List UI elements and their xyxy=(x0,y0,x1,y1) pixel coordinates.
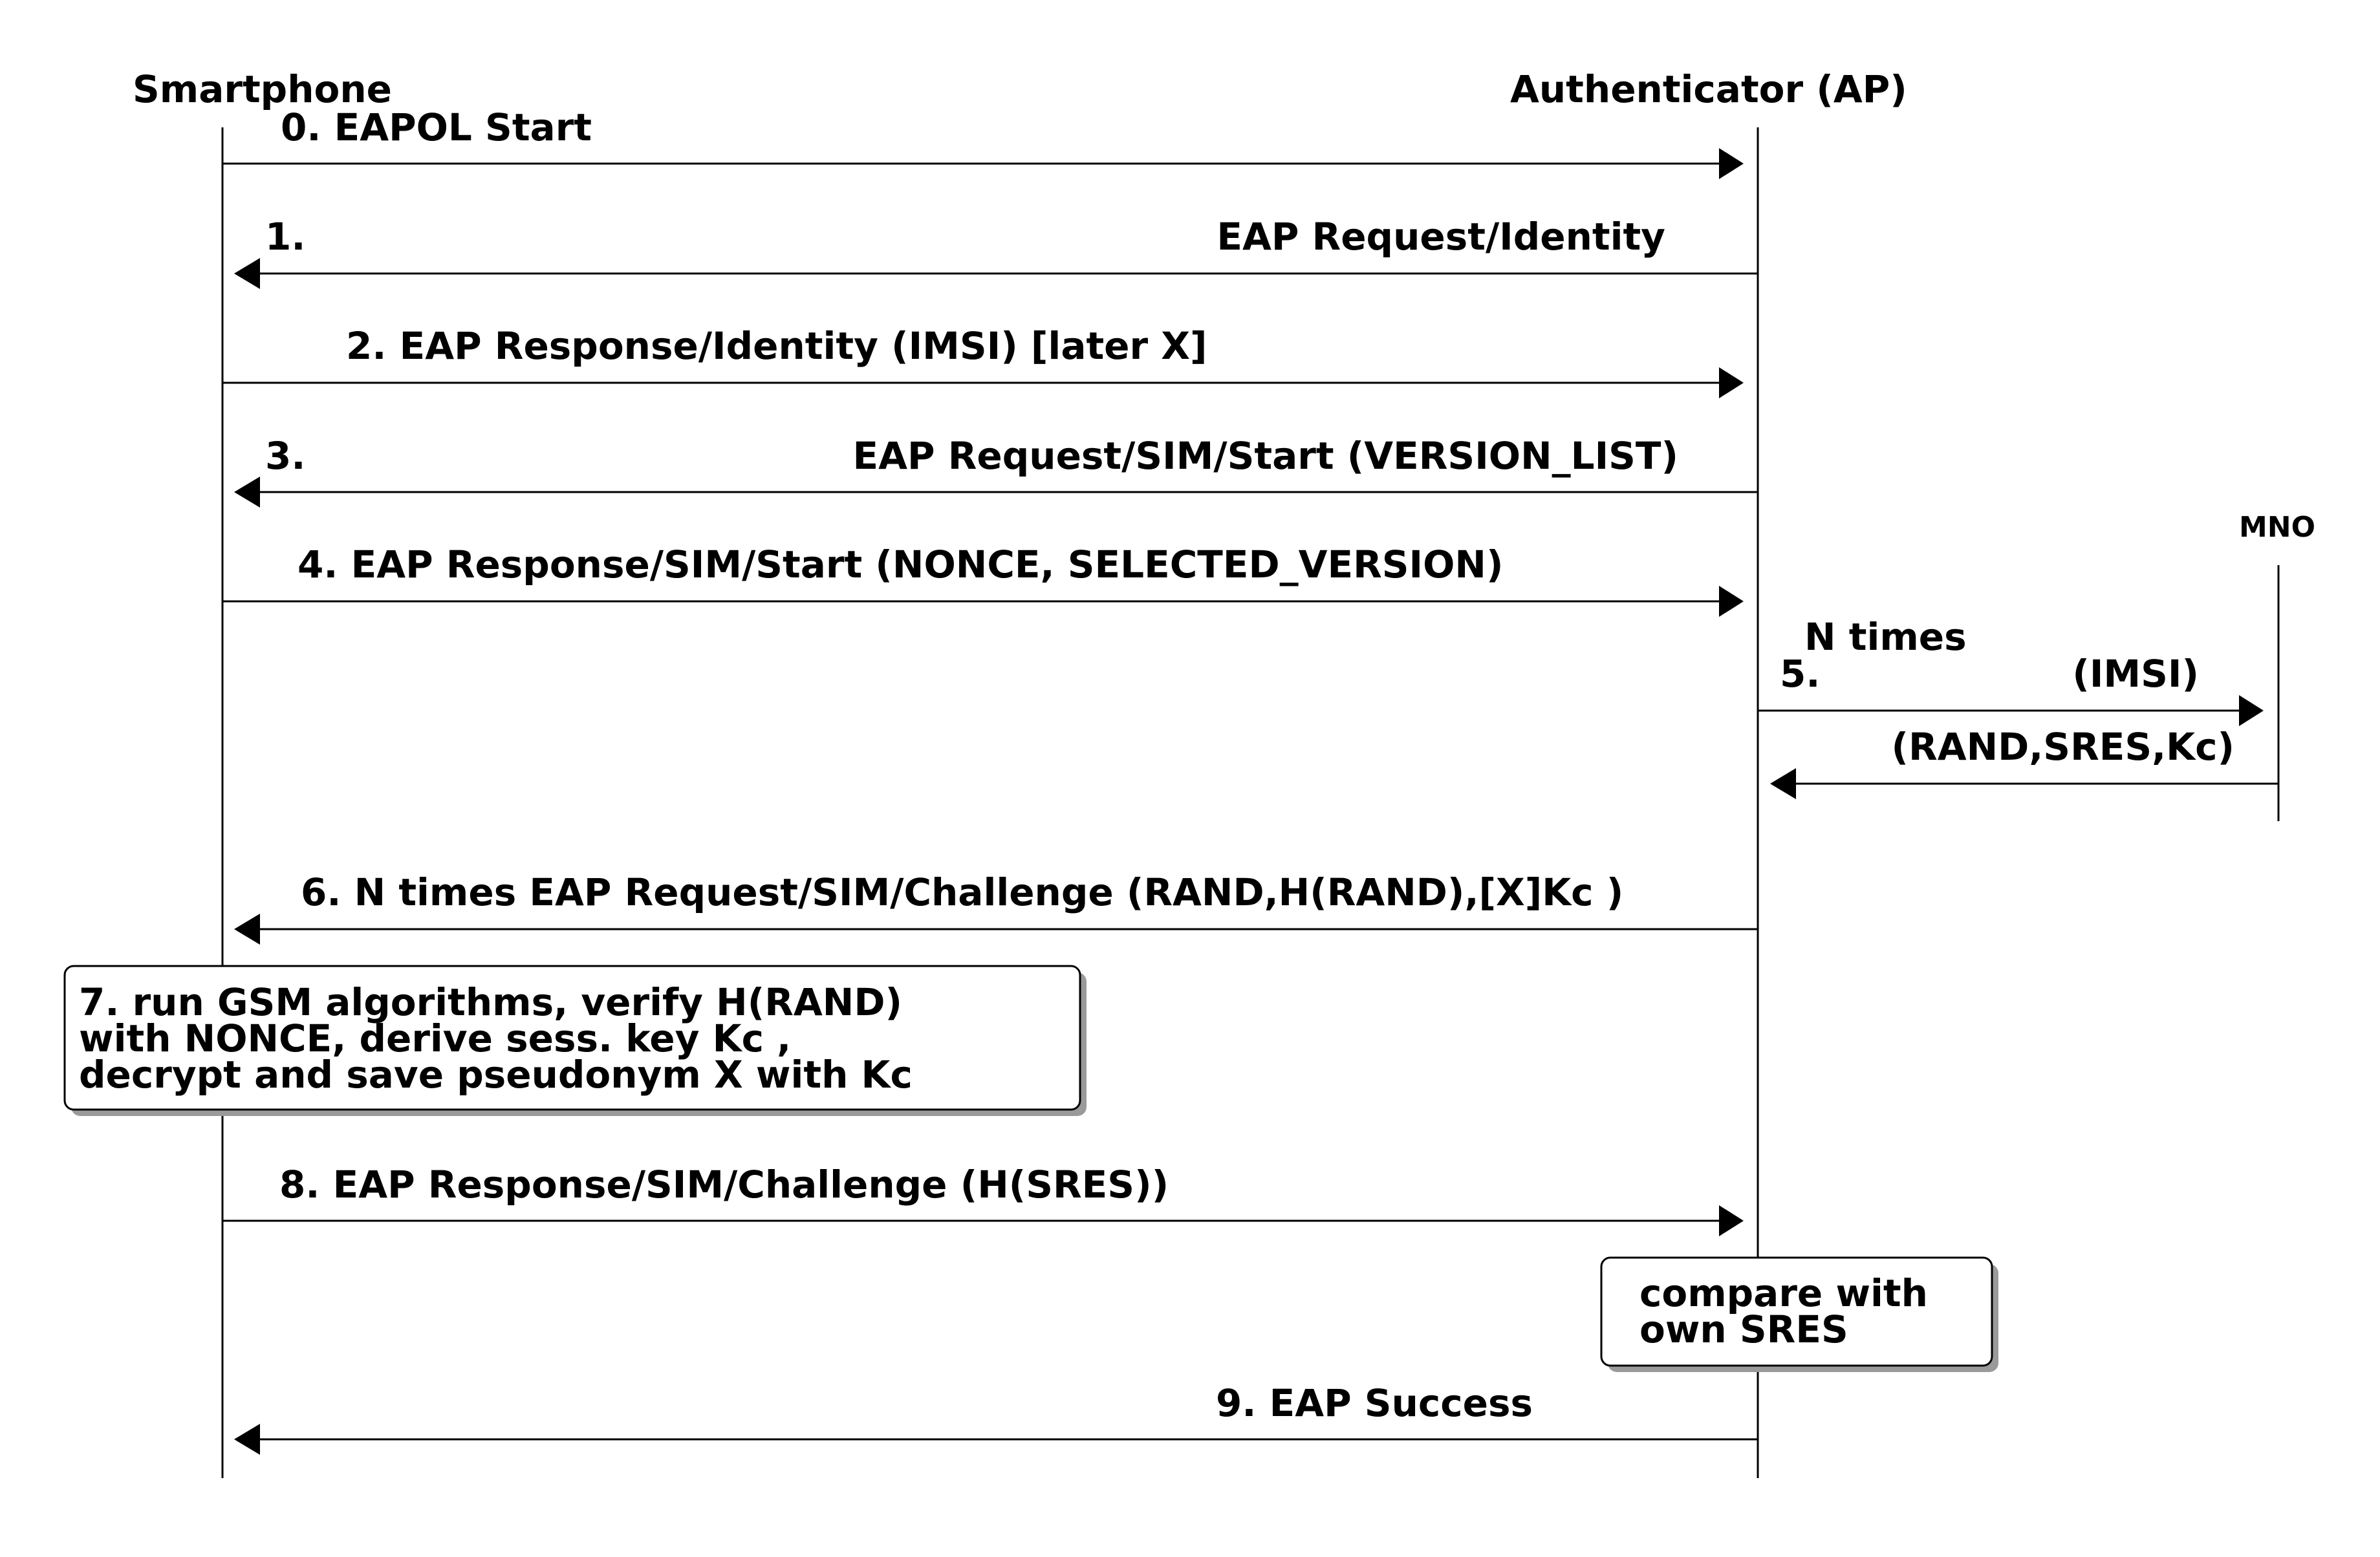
participant-smartphone: Smartphone xyxy=(133,67,392,111)
note-compare: compare with own SRES xyxy=(1600,1256,1998,1372)
message-5-times: N times xyxy=(1804,615,1967,659)
message-9-label: 9. EAP Success xyxy=(1216,1381,1533,1425)
message-4-label: 4. EAP Response/SIM/Start (NONCE, SELECT… xyxy=(298,542,1503,586)
message-8-arrowhead xyxy=(1719,1205,1744,1236)
message-1-label: EAP Request/Identity xyxy=(1217,215,1665,259)
note-7: 7. run GSM algorithms, verify H(RAND) wi… xyxy=(63,965,1087,1116)
note-compare-line-1: compare with xyxy=(1639,1271,1928,1315)
message-6-label: 6. N times EAP Request/SIM/Challenge (RA… xyxy=(301,870,1623,914)
message-0-arrowhead xyxy=(1719,148,1744,179)
message-5-reply-arrowhead xyxy=(1770,768,1796,799)
message-3-number: 3. xyxy=(265,434,305,478)
message-8-label: 8. EAP Response/SIM/Challenge (H(SRES)) xyxy=(279,1163,1169,1207)
message-0: 0. EAPOL Start xyxy=(222,105,1744,179)
message-1-number: 1. xyxy=(265,215,305,259)
note-compare-box xyxy=(1600,1256,1993,1367)
message-5-label: (IMSI) xyxy=(2072,652,2199,696)
message-9-arrowhead xyxy=(234,1424,260,1455)
note-7-line-1: 7. run GSM algorithms, verify H(RAND) xyxy=(79,980,902,1024)
message-2-label: 2. EAP Response/Identity (IMSI) [later X… xyxy=(346,324,1207,368)
message-1: 1. EAP Request/Identity xyxy=(234,215,1758,289)
participant-authenticator: Authenticator (AP) xyxy=(1510,67,1907,111)
note-compare-line-2: own SRES xyxy=(1639,1307,1848,1351)
message-9: 9. EAP Success xyxy=(234,1381,1758,1455)
message-2: 2. EAP Response/Identity (IMSI) [later X… xyxy=(222,324,1744,398)
message-2-arrowhead xyxy=(1719,367,1744,398)
note-7-line-2: with NONCE, derive sess. key Kc , xyxy=(79,1016,791,1060)
message-4-arrowhead xyxy=(1719,586,1744,617)
message-5-number: 5. xyxy=(1780,652,1820,696)
message-6: 6. N times EAP Request/SIM/Challenge (RA… xyxy=(234,870,1758,945)
message-8: 8. EAP Response/SIM/Challenge (H(SRES)) xyxy=(222,1163,1744,1236)
note-7-line-3: decrypt and save pseudonym X with Kc xyxy=(79,1053,913,1097)
message-0-label: 0. EAPOL Start xyxy=(281,105,592,149)
message-3: 3. EAP Request/SIM/Start (VERSION_LIST) xyxy=(234,434,1758,508)
participant-mno: MNO xyxy=(2239,511,2315,544)
message-5-reply-label: (RAND,SRES,Kc) xyxy=(1892,725,2234,769)
note-7-box xyxy=(63,965,1081,1111)
message-5: N times 5. (IMSI) xyxy=(1758,615,2264,726)
message-5-arrowhead xyxy=(2239,695,2264,726)
message-3-label: EAP Request/SIM/Start (VERSION_LIST) xyxy=(853,434,1678,478)
message-5-reply: (RAND,SRES,Kc) xyxy=(1770,725,2278,799)
message-3-arrowhead xyxy=(234,477,260,508)
message-6-arrowhead xyxy=(234,914,260,945)
message-4: 4. EAP Response/SIM/Start (NONCE, SELECT… xyxy=(222,542,1744,617)
message-1-arrowhead xyxy=(234,258,260,289)
